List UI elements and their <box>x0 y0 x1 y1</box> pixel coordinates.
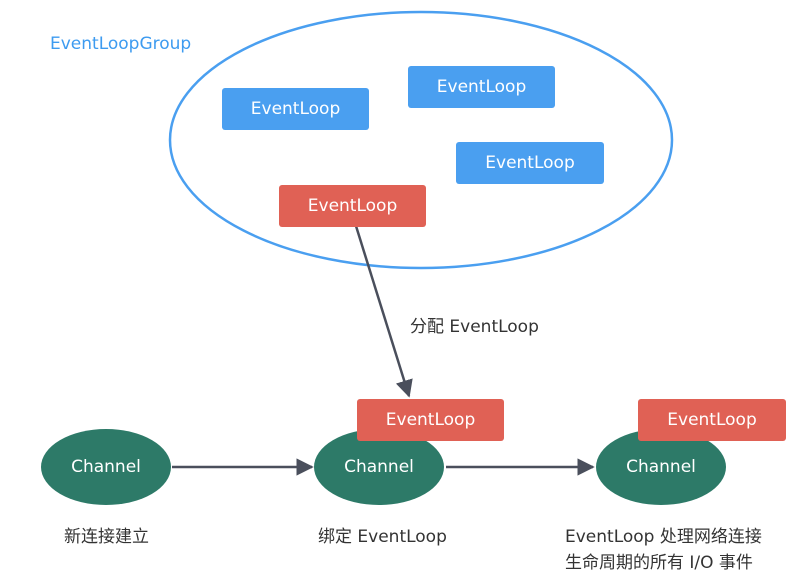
assigned-event-loop-box: EventLoop <box>279 185 426 227</box>
bound-event-loop-box: EventLoop <box>638 399 786 441</box>
event-loop-group-label: EventLoopGroup <box>50 34 192 54</box>
channel-node-new: Channel <box>41 429 171 505</box>
assign-label: 分配 EventLoop <box>410 317 539 337</box>
channel-node-active: Channel <box>596 429 726 505</box>
handle-io-label-line2: 生命周期的所有 I/O 事件 <box>565 553 753 573</box>
bound-event-loop-box: EventLoop <box>357 399 504 441</box>
channel-node-bound: Channel <box>314 429 444 505</box>
assign-arrow <box>354 225 413 398</box>
event-loop-box: EventLoop <box>408 66 555 108</box>
handle-io-label-line1: EventLoop 处理网络连接 <box>565 527 762 547</box>
event-loop-group-ellipse <box>168 10 674 270</box>
new-connection-label: 新连接建立 <box>64 527 149 547</box>
event-loop-box: EventLoop <box>222 88 369 130</box>
event-loop-box: EventLoop <box>456 142 604 184</box>
bind-label: 绑定 EventLoop <box>318 527 447 547</box>
